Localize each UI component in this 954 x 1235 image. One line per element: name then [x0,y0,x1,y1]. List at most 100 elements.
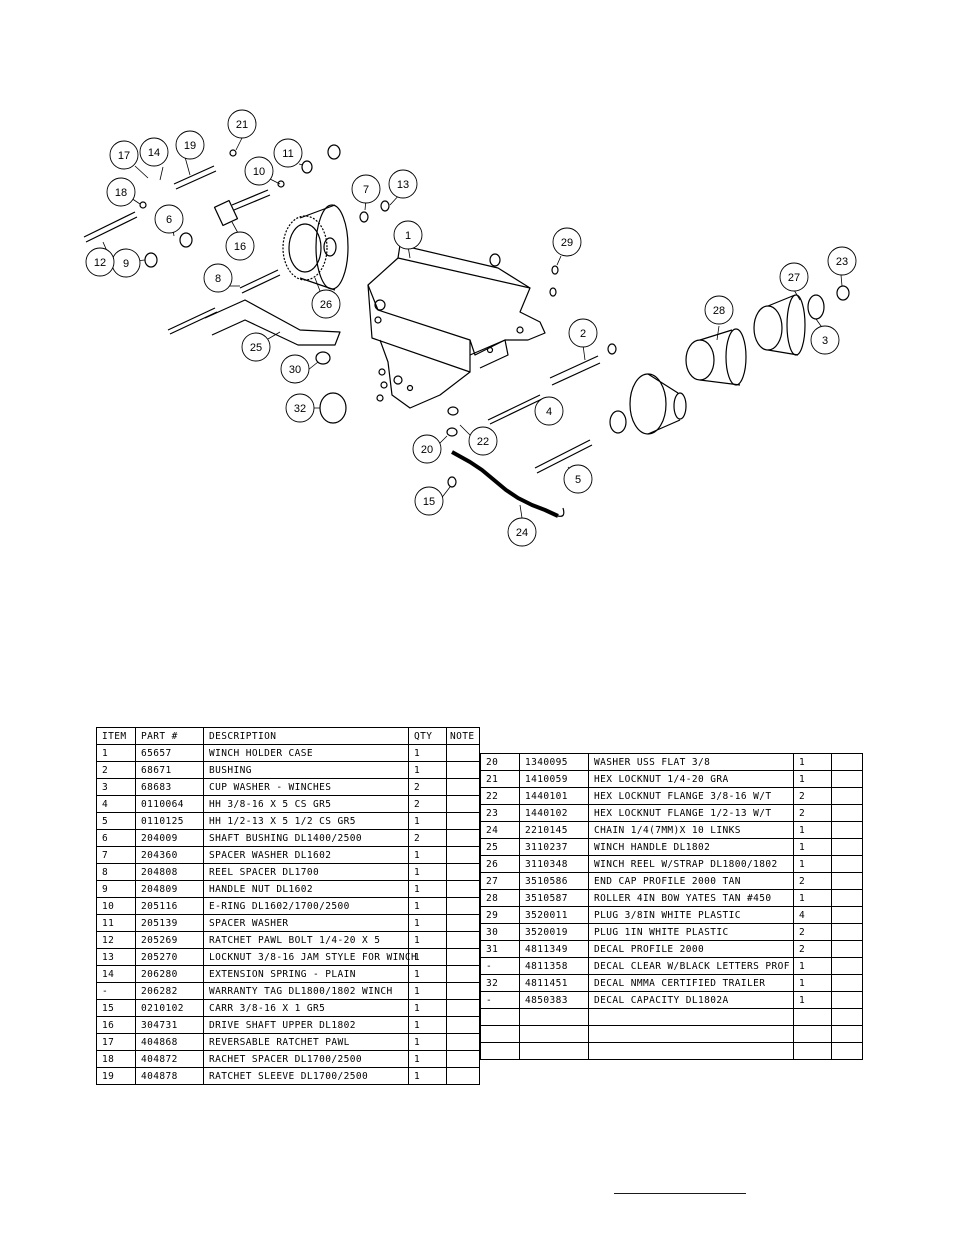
cell-part-number [519,1008,589,1026]
callout-circle [563,464,593,494]
callout-label: 30 [289,364,301,376]
cell-part-number: 4811349 [519,940,589,958]
cell-description: CARR 3/8-16 X 1 GR5 [203,999,409,1017]
cell-note [831,753,863,771]
cell-qty: 2 [408,829,447,847]
callout-28: 28 [704,295,734,325]
cell-qty: 1 [408,931,447,949]
callout-circle [414,486,444,516]
cell-part-number: 205139 [135,914,204,932]
header-qty: QTY [408,727,447,745]
cell-part-number: 0210102 [135,999,204,1017]
cell-description: WINCH HANDLE DL1802 [588,838,794,856]
cell-description: WASHER USS FLAT 3/8 [588,753,794,771]
callout-9: 9 [111,248,141,278]
callout-circle [285,393,315,423]
cell-note [831,974,863,992]
cell-item: 24 [480,821,520,839]
callout-label: 32 [294,403,306,415]
cell-description: CUP WASHER - WINCHES [203,778,409,796]
callout-10: 10 [244,156,274,186]
cell-item: 27 [480,872,520,890]
cell-note [446,880,480,898]
cell-item: 21 [480,770,520,788]
cell-item [480,1025,520,1043]
callout-circle [311,289,341,319]
cell-item: 20 [480,753,520,771]
cell-item: 29 [480,906,520,924]
cell-note [446,897,480,915]
cell-note [446,778,480,796]
callout-24: 24 [507,517,537,547]
cell-qty [793,1008,832,1026]
cell-note [831,1042,863,1060]
cell-description: DECAL PROFILE 2000 [588,940,794,958]
cell-description: DECAL NMMA CERTIFIED TRAILER [588,974,794,992]
header-item: ITEM [96,727,136,745]
cell-description: SHAFT BUSHING DL1400/2500 [203,829,409,847]
callout-label: 13 [397,179,409,191]
callout-label: 9 [123,258,129,270]
cell-description: REVERSABLE RATCHET PAWL [203,1033,409,1051]
cell-description: WARRANTY TAG DL1800/1802 WINCH [203,982,409,1000]
cell-note [446,948,480,966]
cell-note [446,846,480,864]
cell-description: PLUG 3/8IN WHITE PLASTIC [588,906,794,924]
callout-label: 5 [575,474,581,486]
cell-item: 10 [96,897,136,915]
callout-circle [552,227,582,257]
callout-22: 22 [468,426,498,456]
cell-note [831,855,863,873]
cell-description: RACHET SPACER DL1700/2500 [203,1050,409,1068]
cell-qty: 1 [793,753,832,771]
cell-part-number: 1440101 [519,787,589,805]
cell-note [446,795,480,813]
cell-note [831,1008,863,1026]
cell-part-number: 204808 [135,863,204,881]
cell-part-number: 3520011 [519,906,589,924]
cell-part-number: 0110064 [135,795,204,813]
header-note: NOTE [446,727,480,745]
callout-label: 15 [423,496,435,508]
cell-qty: 1 [408,1016,447,1034]
nuts-and-washers-drawing [139,144,850,488]
cell-item: - [480,957,520,975]
cell-qty: 1 [793,770,832,788]
callout-circle [810,325,840,355]
footer-link[interactable] [614,1180,746,1194]
cell-qty [793,1042,832,1060]
cell-description: DRIVE SHAFT UPPER DL1802 [203,1016,409,1034]
cell-note [831,804,863,822]
callout-circle [154,204,184,234]
cell-description: DECAL CAPACITY DL1802A [588,991,794,1009]
cell-item: 25 [480,838,520,856]
cell-description: HH 1/2-13 X 5 1/2 CS GR5 [203,812,409,830]
cell-qty: 2 [793,804,832,822]
cell-description: HANDLE NUT DL1602 [203,880,409,898]
cell-note [446,761,480,779]
cell-qty: 1 [793,838,832,856]
cell-description: ROLLER 4IN BOW YATES TAN #450 [588,889,794,907]
cell-part-number: 206280 [135,965,204,983]
cell-item: 18 [96,1050,136,1068]
cell-qty: 1 [408,846,447,864]
cell-qty: 2 [793,923,832,941]
callout-label: 8 [215,273,221,285]
callout-label: 21 [236,119,248,131]
callout-label: 4 [546,406,552,418]
cell-qty: 1 [793,974,832,992]
cell-qty: 1 [408,812,447,830]
callout-label: 28 [713,305,725,317]
callout-circle [568,318,598,348]
